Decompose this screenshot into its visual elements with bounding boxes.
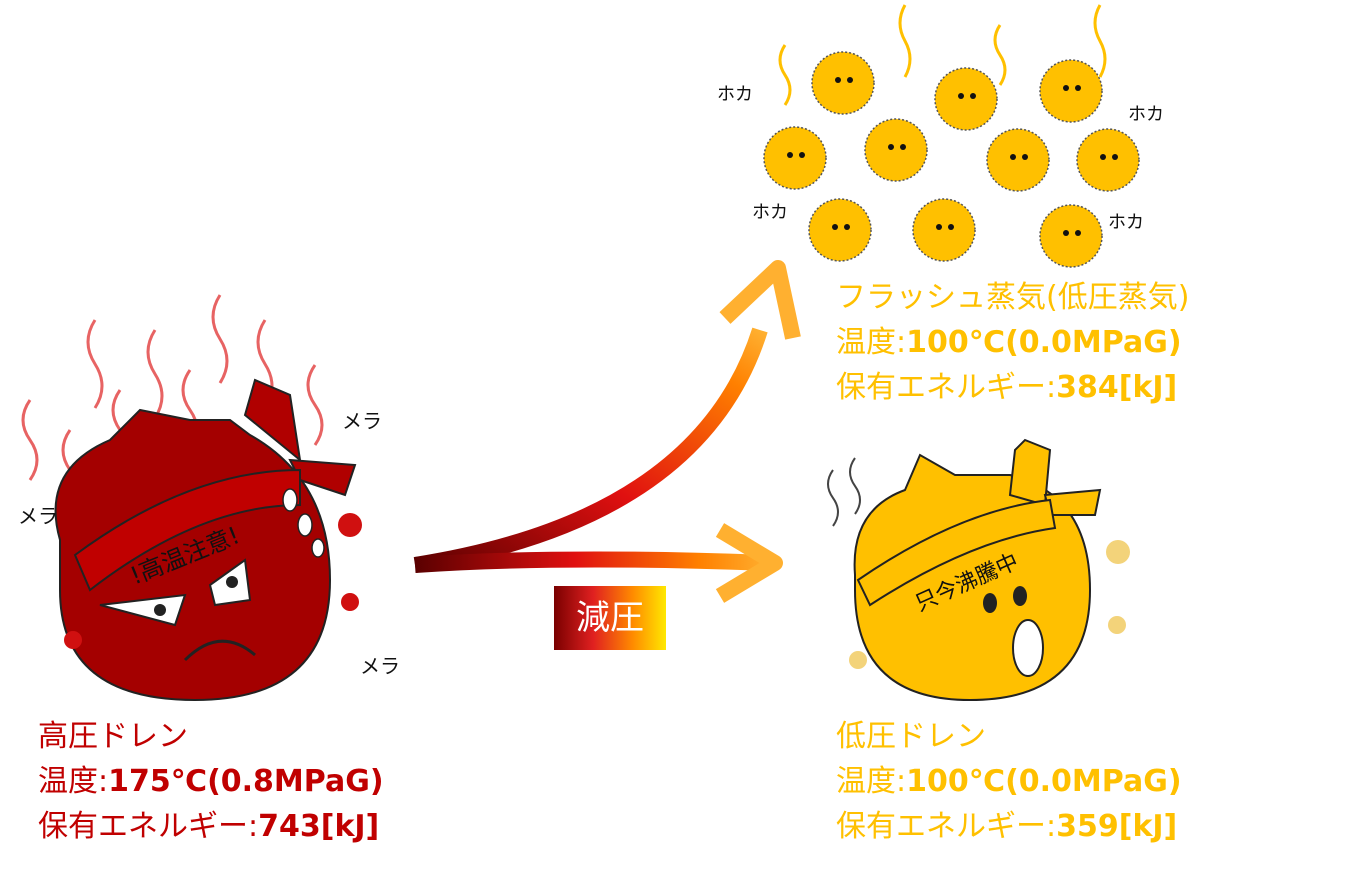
sfx-hoka-1: ホカ [717, 84, 753, 105]
high-pressure-drain-character: !高温注意! [54, 378, 362, 702]
energy-unit: [kJ] [1118, 809, 1178, 844]
energy-value: 384 [1056, 370, 1119, 405]
energy-label: 保有エネルギー: [836, 370, 1057, 405]
eye-icon [154, 604, 166, 616]
eye-icon [1013, 586, 1027, 606]
sfx-hoka-2: ホカ [1128, 104, 1164, 125]
pressure-value: (0.8MPaG) [207, 764, 384, 799]
flash-steam-eyes [787, 77, 1118, 236]
energy-unit: [kJ] [320, 809, 380, 844]
energy-unit: [kJ] [1118, 370, 1178, 405]
low-pressure-name: 低圧ドレン [836, 719, 986, 754]
flash-steam-info: フラッシュ蒸気(低圧蒸気) 温度:100℃(0.0MPaG) 保有エネルギー:3… [836, 275, 1189, 410]
temp-label: 温度: [836, 764, 907, 799]
steam-wisps [778, 4, 1107, 106]
eye-icon [226, 576, 238, 588]
sfx-mera-1: メラ [342, 409, 382, 433]
energy-value: 359 [1056, 809, 1119, 844]
depressurization-label: 減圧 [554, 586, 666, 650]
flash-steam-particles [763, 51, 1140, 268]
high-pressure-name: 高圧ドレン [38, 719, 188, 754]
sfx-hoka-3: ホカ [752, 202, 788, 223]
temp-value: 175℃ [108, 764, 208, 799]
temp-value: 100℃ [906, 325, 1006, 360]
pressure-value: (0.0MPaG) [1005, 325, 1182, 360]
flash-steam-name: フラッシュ蒸気(低圧蒸気) [836, 280, 1190, 315]
low-pressure-info: 低圧ドレン 温度:100℃(0.0MPaG) 保有エネルギー:359[kJ] [836, 714, 1182, 849]
low-pressure-temp-row: 温度:100℃(0.0MPaG) [836, 759, 1182, 804]
low-pressure-drain-character: 只今沸騰中 [827, 438, 1130, 702]
temp-label: 温度: [38, 764, 109, 799]
high-pressure-info: 高圧ドレン 温度:175℃(0.8MPaG) 保有エネルギー:743[kJ] [38, 714, 384, 849]
sfx-mera-3: メラ [360, 654, 400, 678]
temp-value: 100℃ [906, 764, 1006, 799]
sfx-hoka-4: ホカ [1108, 212, 1144, 233]
heat-waves [21, 294, 324, 511]
flash-steam-temp-row: 温度:100℃(0.0MPaG) [836, 320, 1189, 365]
temp-label: 温度: [836, 325, 907, 360]
flash-steam-energy-row: 保有エネルギー:384[kJ] [836, 365, 1189, 410]
arrow-to-low-pressure-drain [414, 523, 783, 603]
high-pressure-temp-row: 温度:175℃(0.8MPaG) [38, 759, 384, 804]
energy-label: 保有エネルギー: [38, 809, 259, 844]
sfx-mera-2: メラ [18, 504, 58, 528]
low-pressure-energy-row: 保有エネルギー:359[kJ] [836, 804, 1182, 849]
eye-icon [983, 593, 997, 613]
arrow-to-flash-steam [413, 260, 801, 573]
energy-label: 保有エネルギー: [836, 809, 1057, 844]
pressure-value: (0.0MPaG) [1005, 764, 1182, 799]
energy-value: 743 [258, 809, 321, 844]
high-pressure-energy-row: 保有エネルギー:743[kJ] [38, 804, 384, 849]
